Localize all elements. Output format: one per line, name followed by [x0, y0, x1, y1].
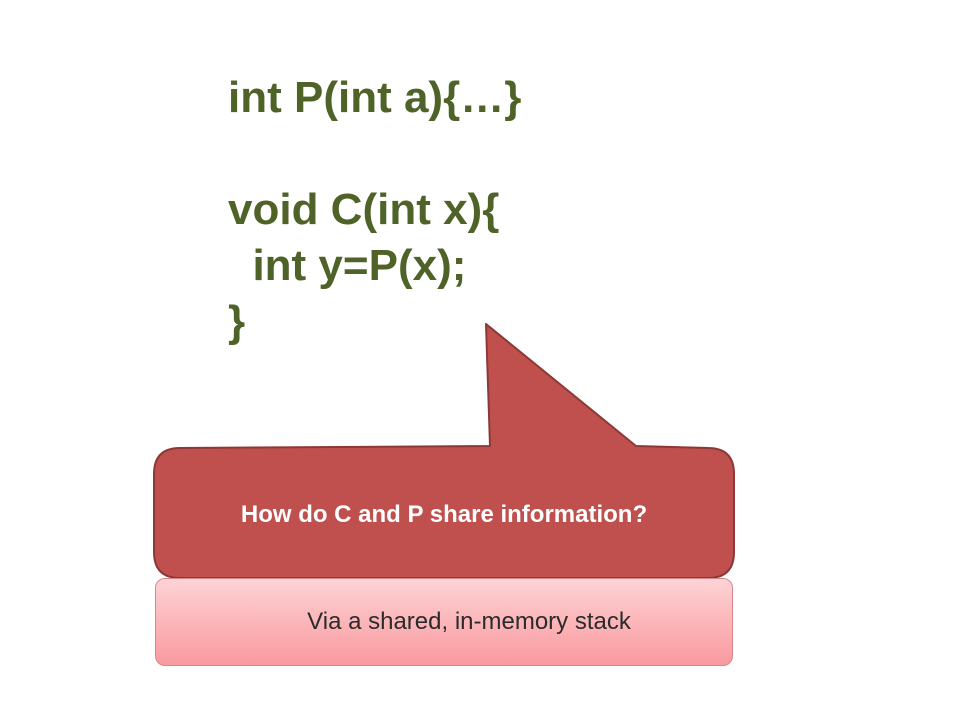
callout-question: How do C and P share information? [240, 501, 648, 528]
code-line-1: int P(int a){…} [228, 73, 522, 122]
code-line-4: int y=P(x); [228, 241, 467, 290]
answer-text: Via a shared, in-memory stack [307, 608, 631, 635]
code-line-3: void C(int x){ [228, 185, 500, 234]
answer-box: Via a shared, in-memory stack [155, 578, 733, 666]
speech-callout-bubble [153, 323, 735, 579]
code-line-5: } [228, 297, 246, 346]
code-snippet: int P(int a){…} void C(int x){ int y=P(x)… [228, 70, 521, 350]
